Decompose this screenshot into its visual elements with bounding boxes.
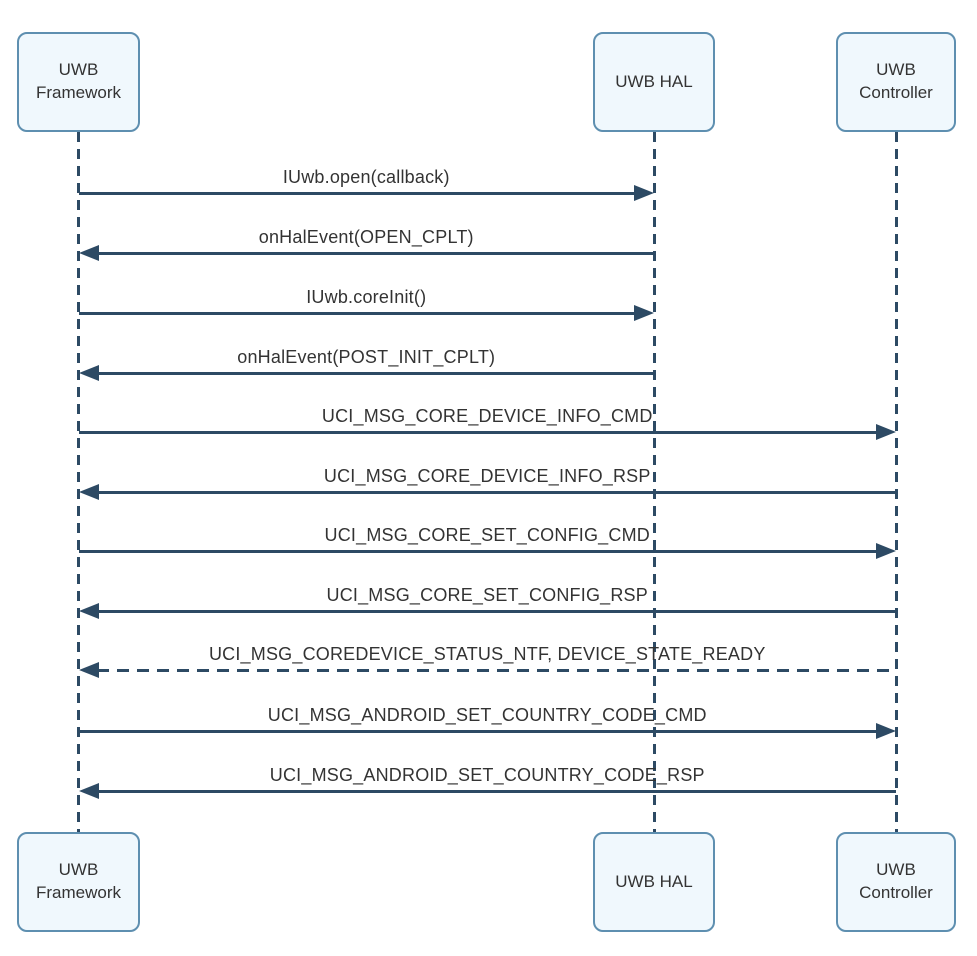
message-label: UCI_MSG_ANDROID_SET_COUNTRY_CODE_RSP [269,765,705,785]
arrowhead-icon [78,783,99,799]
arrowhead-icon [78,603,99,619]
lifeline-hal [652,132,656,832]
arrowhead-icon [634,185,654,201]
message-label: UCI_MSG_CORE_DEVICE_INFO_CMD [321,406,653,426]
actor-label: UWB HAL [615,71,693,91]
lifeline-framework [77,132,80,832]
message-line [96,371,654,375]
message-line [96,490,896,494]
actor-label: UWB HAL [615,871,693,891]
message-line [78,549,878,553]
message-line [78,191,636,195]
arrowhead-icon [876,723,896,739]
arrowhead-icon [634,305,654,321]
message-label: UCI_MSG_CORE_SET_CONFIG_CMD [324,525,650,545]
arrowhead-icon [78,484,99,500]
arrowhead-icon [78,662,99,678]
message-line [96,789,896,793]
message-line [78,311,636,315]
message-label: UCI_MSG_ANDROID_SET_COUNTRY_CODE_CMD [267,705,707,725]
message-label: UCI_MSG_COREDEVICE_STATUS_NTF, DEVICE_ST… [208,644,766,664]
actor-label: UWB Controller [859,860,933,902]
actor-label: UWB Framework [35,860,121,902]
message-line [96,251,654,255]
message-label: UCI_MSG_CORE_SET_CONFIG_RSP [326,585,648,605]
message-line [78,729,878,733]
actor-box-framework-bottom: UWB Framework [17,832,140,932]
message-label: IUwb.open(callback) [282,167,450,187]
actor-box-controller-bottom: UWB Controller [836,832,956,932]
actor-box-controller-top: UWB Controller [836,32,956,132]
actor-box-hal-bottom: UWB HAL [593,832,715,932]
arrowhead-icon [876,543,896,559]
actor-box-framework-top: UWB Framework [17,32,140,132]
message-label: onHalEvent(POST_INIT_CPLT) [237,347,496,367]
message-label: onHalEvent(OPEN_CPLT) [258,227,474,247]
arrowhead-icon [78,245,99,261]
lifeline-controller [894,132,898,832]
arrowhead-icon [78,365,99,381]
message-label: UCI_MSG_CORE_DEVICE_INFO_RSP [323,466,651,486]
actor-label: UWB Framework [35,60,121,102]
message-line [96,609,896,613]
arrowhead-icon [876,424,896,440]
message-label: IUwb.coreInit() [306,287,427,307]
message-line [78,430,878,434]
actor-label: UWB Controller [859,60,933,102]
actor-box-hal-top: UWB HAL [593,32,715,132]
message-line [96,668,896,672]
